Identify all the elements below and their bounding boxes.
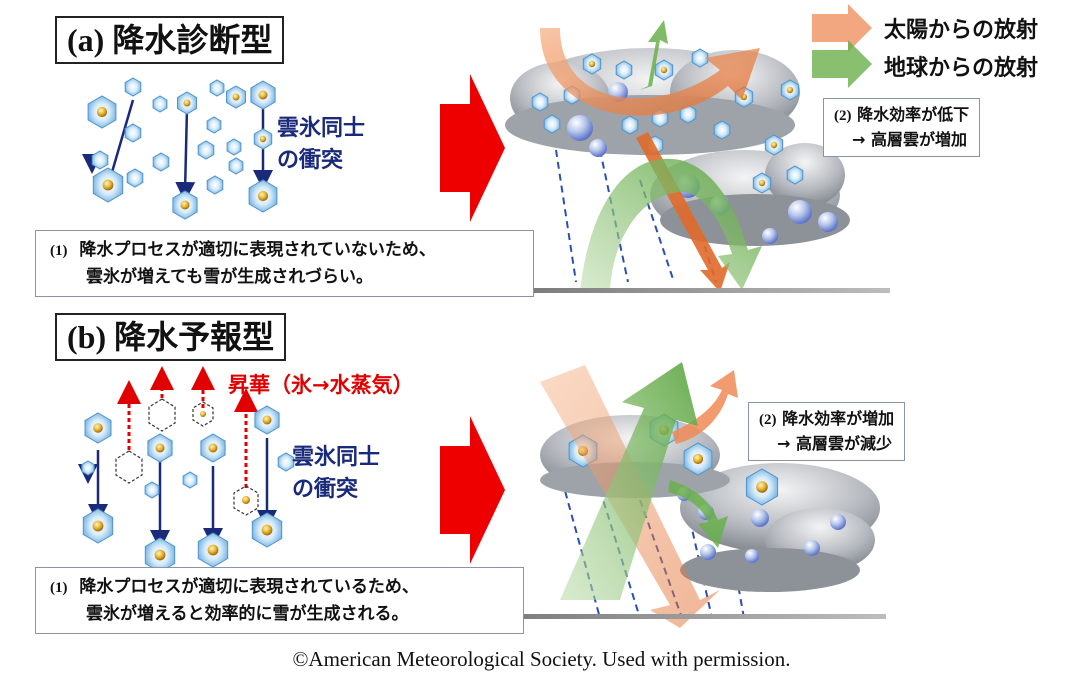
panel-b-result-line1: 降水効率が増加 <box>782 409 895 428</box>
ice-crystal <box>84 412 112 444</box>
legend-solar-arrow <box>812 4 872 52</box>
ice-crystal <box>228 157 244 175</box>
panel-a-result-num: (2) <box>834 108 852 124</box>
panel-a-title: (a) 降水診断型 <box>55 16 285 64</box>
panel-a-note-line1: 降水プロセスが適切に表現されていないため、 <box>79 240 436 260</box>
ice-crystal <box>126 168 144 188</box>
panel-a-result-line2: → 高層雲が増加 <box>852 130 967 149</box>
ice-crystal <box>91 150 109 170</box>
ice-crystal <box>197 140 215 160</box>
ice-crystal <box>277 452 295 472</box>
ice-crystal <box>250 80 276 110</box>
panel-b-terrestrial-radiation <box>560 362 728 600</box>
ice-crystal <box>226 138 242 156</box>
ice-crystal <box>621 115 639 135</box>
panel-b-droplets <box>677 487 846 563</box>
ice-crystal <box>200 433 226 463</box>
panel-b-collision-label: 雲氷同士 の衝突 <box>292 442 380 506</box>
panel-a-cloud-scene <box>505 20 890 293</box>
panel-b-note: (1) 降水プロセスが適切に表現されているため、 雲氷が増えると効率的に雪が生成… <box>35 567 524 634</box>
ice-crystal <box>582 53 602 75</box>
ice-crystal <box>206 116 222 134</box>
big-red-arrow-b <box>440 416 505 564</box>
ice-crystal <box>144 537 176 573</box>
ice-crystal <box>182 471 198 489</box>
panel-b-cloud-scene <box>510 362 886 628</box>
panel-b-sublimated-crystals <box>115 398 259 516</box>
ice-crystal <box>144 481 160 499</box>
ice-crystal <box>615 60 633 80</box>
ice-crystal <box>786 165 804 185</box>
ice-crystal <box>87 95 117 129</box>
ice-crystal <box>92 167 124 203</box>
panel-a-result: (2) 降水効率が低下 → 高層雲が増加 <box>823 98 981 157</box>
ice-crystal <box>654 59 674 81</box>
legend-solar-label: 太陽からの放射 <box>884 18 1039 43</box>
ice-crystal <box>745 468 779 506</box>
panel-b-collision-arrows <box>78 438 277 550</box>
ice-crystal <box>752 172 772 194</box>
ice-crystal <box>248 179 278 213</box>
panel-b-collision-line1: 雲氷同士 <box>292 445 381 470</box>
panel-a-result-line1: 降水効率が低下 <box>857 105 970 124</box>
panel-a-collision-line2: の衝突 <box>277 148 344 173</box>
panel-a-note-line2: 雲氷が増えても雪が生成されづらい。 <box>86 267 373 287</box>
panel-b-result-num: (2) <box>759 412 777 428</box>
copyright-credit: ©American Meteorological Society. Used w… <box>292 647 791 671</box>
ice-crystal <box>177 91 197 115</box>
ice-crystal <box>81 460 95 476</box>
panel-a-collision-label: 雲氷同士 の衝突 <box>277 113 365 177</box>
ice-crystal <box>691 48 709 68</box>
panel-b-ground <box>510 614 886 619</box>
panel-b-sublimation-label: 昇華（氷→水蒸気） <box>228 373 414 397</box>
ice-crystal <box>254 405 280 435</box>
ice-crystal <box>209 79 225 97</box>
ice-crystal <box>764 134 784 156</box>
panel-b-note-line1: 降水プロセスが適切に表現されているため、 <box>79 577 419 597</box>
ice-crystal <box>147 433 173 463</box>
ice-crystal <box>124 123 142 143</box>
panel-a-ground <box>530 288 890 293</box>
legend-terrestrial-label: 地球からの放射 <box>884 56 1039 81</box>
panel-b-note-num: (1) <box>50 580 68 596</box>
panel-a-terrestrial-radiation <box>580 20 762 292</box>
ice-crystal <box>226 85 246 109</box>
panel-b-sublimation-arrows <box>117 366 258 488</box>
panel-b-note-line2: 雲氷が増えると効率的に雪が生成される。 <box>86 604 409 624</box>
panel-b-title: (b) 降水予報型 <box>55 313 287 361</box>
ice-crystal <box>713 120 731 140</box>
panel-b-ice-crystals <box>81 405 295 573</box>
ice-crystal <box>531 92 549 112</box>
panel-b-result: (2) 降水効率が増加 → 高層雲が減少 <box>748 402 906 461</box>
ice-crystal <box>780 79 800 101</box>
ice-crystal <box>82 508 114 544</box>
big-red-arrow-a <box>440 74 505 222</box>
panel-b-result-line2: → 高層雲が減少 <box>777 434 892 453</box>
ice-crystal <box>124 77 142 97</box>
panel-a-note-num: (1) <box>50 243 68 259</box>
ice-crystal <box>543 114 561 134</box>
ice-crystal <box>251 512 283 548</box>
ice-crystal <box>152 152 170 172</box>
ice-crystal <box>172 190 198 220</box>
ice-crystal <box>253 128 273 150</box>
legend-terrestrial-arrow <box>812 40 872 88</box>
ice-crystal <box>206 175 224 195</box>
ice-crystal <box>683 442 713 476</box>
ice-crystal <box>152 95 168 113</box>
panel-a-note: (1) 降水プロセスが適切に表現されていないため、 雲氷が増えても雪が生成されづ… <box>35 230 534 297</box>
panel-b-collision-line2: の衝突 <box>292 477 359 502</box>
panel-a-ice-crystals <box>87 77 278 220</box>
ice-crystal <box>197 532 229 568</box>
panel-a-collision-line1: 雲氷同士 <box>277 116 366 141</box>
